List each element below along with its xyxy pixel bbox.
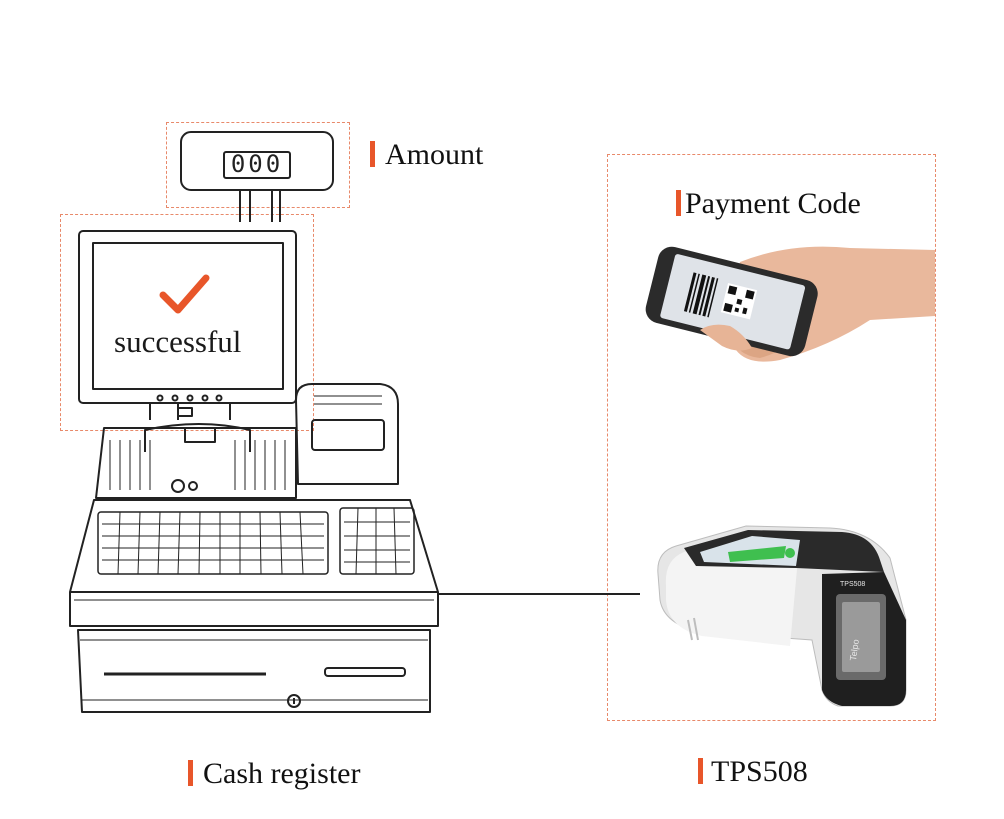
tps508-device bbox=[657, 525, 907, 707]
monitor bbox=[78, 230, 297, 404]
device-model-badge: TPS508 bbox=[840, 581, 866, 588]
pole-display bbox=[180, 131, 334, 191]
label-accent-bar bbox=[370, 141, 375, 167]
barcode-icon bbox=[683, 272, 719, 318]
cash-drawer bbox=[77, 629, 431, 713]
label-accent-bar bbox=[188, 760, 193, 786]
cash-register-label-text: Cash register bbox=[203, 757, 361, 790]
keyboard bbox=[69, 499, 439, 593]
amount-label: Amount bbox=[370, 138, 483, 172]
device-highlight-box bbox=[607, 154, 936, 721]
tps508-label: TPS508 bbox=[698, 755, 808, 789]
screen-highlight-box bbox=[60, 214, 314, 431]
qr-code-icon bbox=[720, 283, 758, 320]
receipt-printer bbox=[295, 383, 399, 485]
check-icon bbox=[159, 274, 210, 314]
amount-highlight-box bbox=[166, 122, 350, 208]
amount-label-text: Amount bbox=[385, 138, 484, 171]
label-accent-bar bbox=[698, 758, 703, 784]
tps508-label-text: TPS508 bbox=[711, 755, 808, 788]
label-accent-bar bbox=[676, 190, 681, 216]
screen-status-text: successful bbox=[114, 324, 242, 359]
payment-code-label-text: Payment Code bbox=[685, 187, 861, 220]
cash-register-label: Cash register bbox=[188, 757, 360, 791]
pole-display-digits: 000 bbox=[230, 150, 284, 178]
hand-with-phone bbox=[645, 246, 935, 362]
payment-code-label: Payment Code bbox=[676, 187, 861, 221]
